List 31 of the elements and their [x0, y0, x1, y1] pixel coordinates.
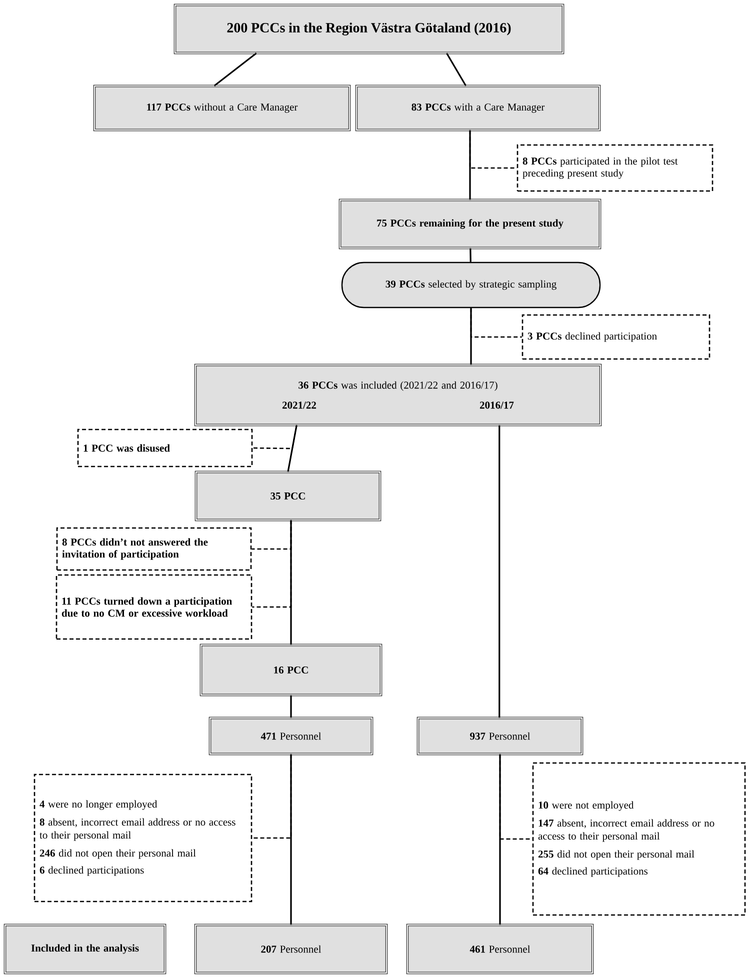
process-box: 83 PCCs with a Care Manager [355, 84, 601, 132]
exclusion-box: 10 were not employed 147 absent, incorrect email address or no access to their personal mail 255 did not open their personal mail 64 declined participations [532, 762, 746, 916]
process-box: 35 PCC [194, 470, 382, 522]
process-box: Included in the analysis [4, 924, 166, 974]
connector-line [499, 754, 501, 925]
process-box: 36 PCCs was included (2021/22 and 2016/17) 2021/22 2016/17 [194, 364, 602, 426]
selection-box: 39 PCCs selected by strategic sampling [341, 262, 601, 308]
connector-line [214, 52, 257, 86]
exclusion-box: 8 PCCs participated in the pilot test preceding present study [516, 144, 714, 192]
process-box: 207 Personnel [194, 924, 388, 974]
connector-line [498, 425, 500, 718]
connector-line [470, 248, 472, 262]
process-box: 117 PCCs without a Care Manager [93, 84, 351, 132]
exclusion-box: 1 PCC was disused [77, 428, 253, 468]
connector-line [287, 425, 298, 472]
connector-line [290, 695, 292, 718]
exclusion-box: 11 PCCs turned down a participation due to no CM or excessive workload [56, 574, 252, 640]
process-box: 75 PCCs remaining for the present study [338, 198, 602, 250]
exclusion-box: 4 were no longer employed 8 absent, incorrect email address or no access to their personal mail 246 did not open their personal mail 6 declined participations [34, 774, 252, 902]
connector-line [470, 308, 472, 365]
process-box: 200 PCCs in the Region Västra Götaland (2016) [174, 4, 564, 54]
exclusion-box: 8 PCCs didn’t not answered the invitation of participation [56, 527, 252, 571]
connector-line [290, 520, 292, 645]
process-box: 461 Personnel [406, 924, 594, 974]
process-box: 16 PCC [200, 644, 382, 696]
exclusion-box: 3 PCCs declined participation [522, 314, 710, 360]
process-box: 937 Personnel [416, 716, 584, 756]
connector-line [290, 754, 292, 925]
connector-line [469, 130, 471, 200]
connector-line [446, 52, 467, 86]
process-box: 471 Personnel [208, 716, 374, 756]
